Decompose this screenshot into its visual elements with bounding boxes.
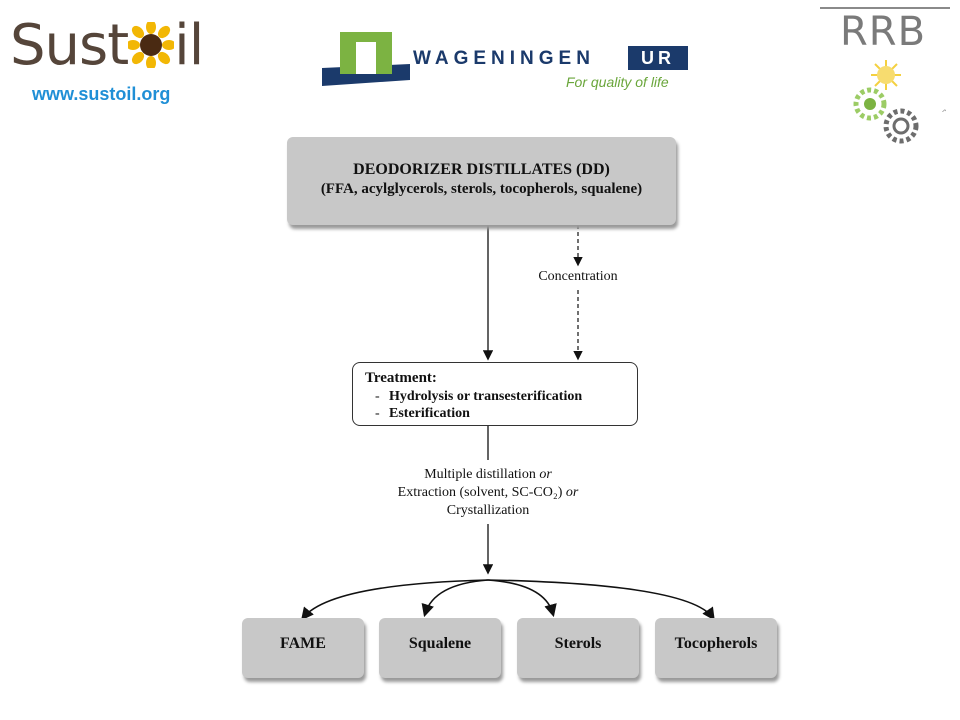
- separation-methods: Multiple distillation or Extraction (sol…: [368, 466, 608, 520]
- product-label-fame: FAME: [280, 635, 326, 652]
- dd-title: DEODORIZER DISTILLATES (DD): [353, 161, 610, 178]
- product-box-sterols: Sterols: [517, 618, 639, 678]
- wur-ur-badge: UR: [628, 46, 688, 70]
- sustoil-logo: Sust il: [10, 18, 204, 78]
- separation-or-2: or: [565, 485, 579, 500]
- concentration-label: Concentration: [528, 269, 628, 285]
- svg-text:^: ^: [941, 109, 946, 119]
- sustoil-url-link[interactable]: www.sustoil.org: [32, 84, 171, 104]
- treatment-item-hydrolysis: Hydrolysis or transesterification: [389, 389, 583, 404]
- sustoil-logo-text-left: Sust: [10, 13, 129, 78]
- dd-subtitle: (FFA, acylglycerols, sterols, tocopherol…: [320, 181, 643, 197]
- separation-crystallization: Crystallization: [446, 503, 530, 518]
- arrow-to-sterols: [487, 579, 557, 618]
- treatment-title: Treatment:: [365, 370, 437, 386]
- arrow-to-squalene: [421, 579, 489, 618]
- product-box-tocopherols: Tocopherols: [655, 618, 777, 678]
- treatment-box: Treatment: - Hydrolysis or transesterifi…: [352, 362, 638, 426]
- rrb-logo-text: RRB: [840, 9, 927, 55]
- bullet-dash: -: [375, 406, 380, 421]
- wur-logo-mark: [322, 30, 410, 95]
- product-box-squalene: Squalene: [379, 618, 501, 678]
- wur-name: WAGENINGEN: [413, 48, 595, 69]
- bullet-dash: -: [375, 389, 380, 404]
- separation-or-1: or: [539, 467, 552, 482]
- separation-line-1: Multiple distillation or: [368, 466, 608, 484]
- treatment-item-esterification: Esterification: [389, 406, 470, 421]
- separation-distillation: Multiple distillation: [424, 467, 536, 482]
- product-label-squalene: Squalene: [408, 635, 472, 652]
- rrb-gears-icon: ^: [846, 54, 949, 155]
- separation-extraction: Extraction (solvent, SC-CO₂): [397, 485, 563, 500]
- wur-tagline: For quality of life: [566, 74, 669, 90]
- sunflower-icon: [126, 20, 177, 78]
- sustoil-logo-text-right: il: [174, 13, 204, 78]
- arrow-to-fame: [301, 579, 489, 621]
- deodorizer-distillates-box: DEODORIZER DISTILLATES (DD) (FFA, acylgl…: [287, 137, 676, 225]
- product-box-fame: FAME: [242, 618, 364, 678]
- arrow-to-tocopherols: [487, 579, 715, 621]
- product-label-sterols: Sterols: [554, 635, 602, 652]
- separation-line-2: Extraction (solvent, SC-CO₂) or: [368, 484, 608, 502]
- product-label-tocopherols: Tocopherols: [674, 635, 758, 652]
- rrb-divider: [820, 7, 950, 9]
